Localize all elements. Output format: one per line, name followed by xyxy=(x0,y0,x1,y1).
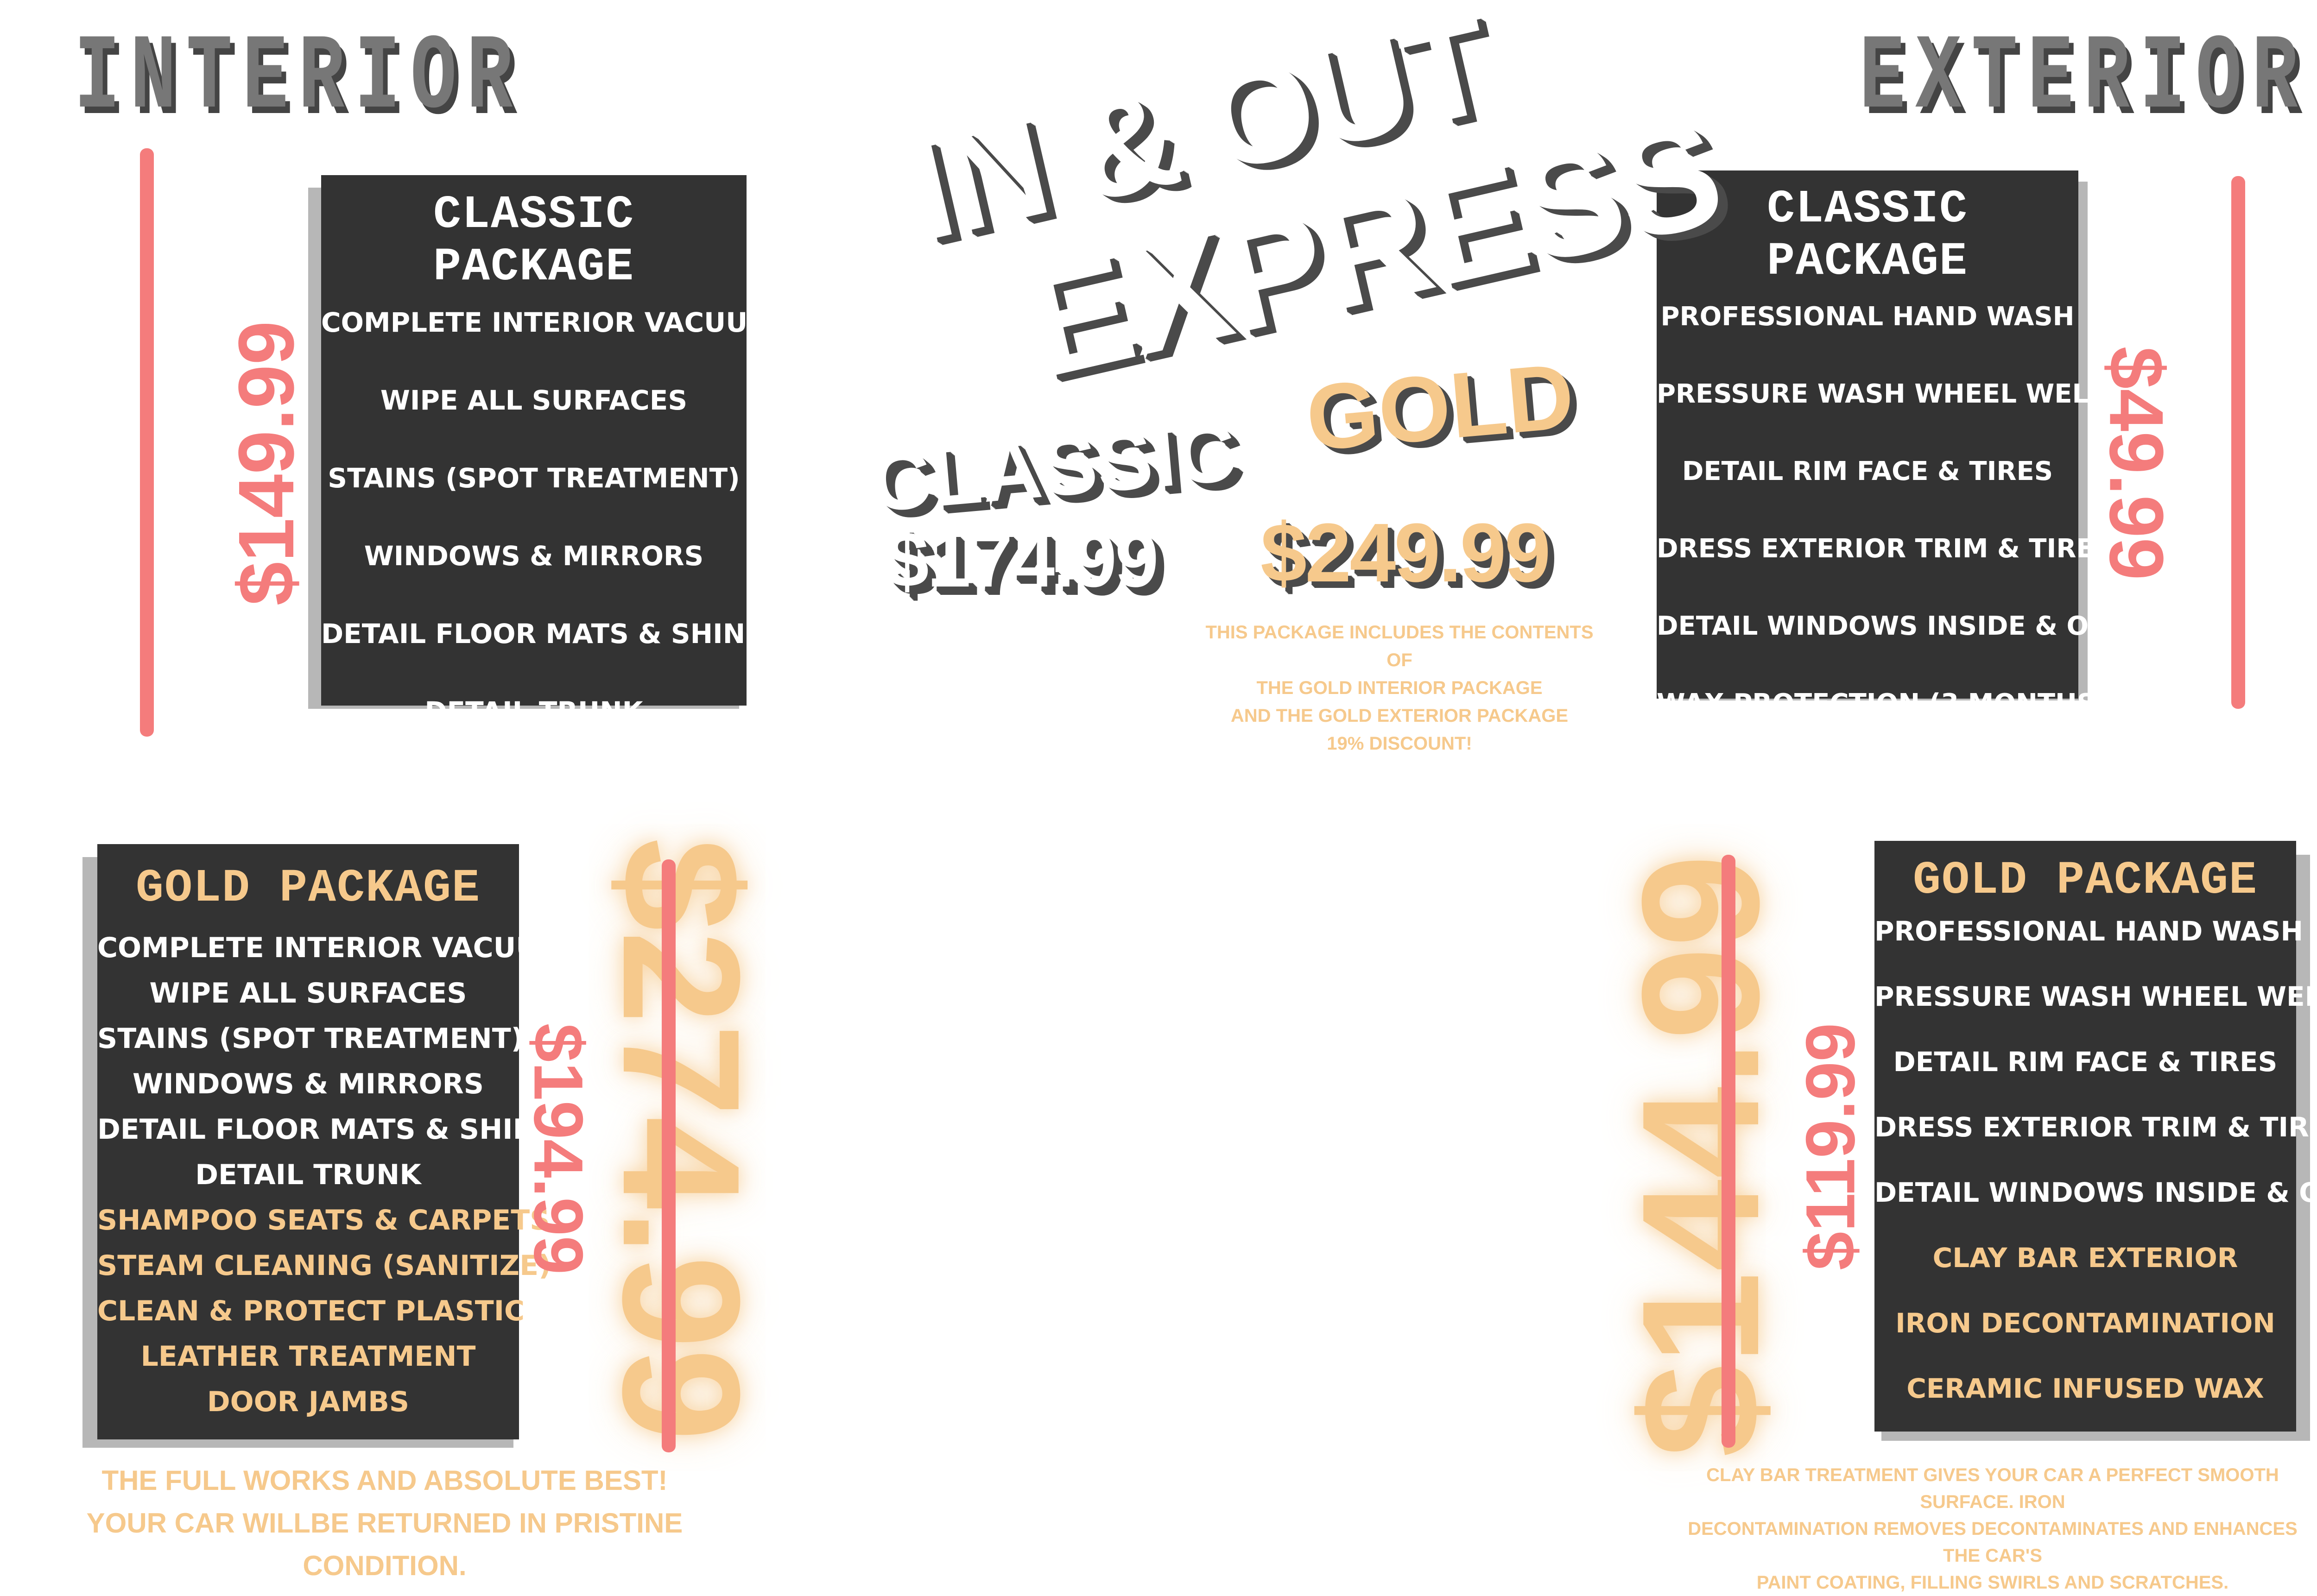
interior-gold-old-price: $274.99 xyxy=(588,838,774,1441)
express-gold-note-line: THE GOLD INTERIOR PACKAGE xyxy=(1256,678,1543,698)
interior-gold-item: DETAIL FLOOR MATS & SHINE xyxy=(97,1113,555,1146)
express-gold-note-line: THIS PACKAGE INCLUDES THE CONTENTS OF xyxy=(1205,622,1594,670)
exterior-gold-item: DRESS EXTERIOR TRIM & TIRES xyxy=(1874,1111,2317,1143)
interior-classic-item: WIPE ALL SURFACES xyxy=(380,385,688,416)
interior-gold-item: WIPE ALL SURFACES xyxy=(149,977,467,1009)
interior-classic-item: STAINS (SPOT TREATMENT) xyxy=(328,462,740,494)
express-classic-price: $174.99 xyxy=(885,516,1159,604)
exterior-classic-bar xyxy=(2231,176,2245,709)
express-gold-price: $249.99 xyxy=(1260,506,1551,599)
exterior-gold-card: GOLD PACKAGE PROFESSIONAL HAND WASH PRES… xyxy=(1874,841,2317,1432)
interior-classic-item: DETAIL TRUNK xyxy=(424,696,643,727)
interior-gold-item: STAINS (SPOT TREATMENT) xyxy=(97,1022,524,1055)
interior-gold-extra-item: STEAM CLEANING (SANITIZE) xyxy=(97,1249,551,1282)
exterior-gold-note-line: CLAY BAR TREATMENT GIVES YOUR CAR A PERF… xyxy=(1706,1465,2279,1512)
interior-heading: INTERIOR xyxy=(74,19,523,139)
exterior-gold-item: PROFESSIONAL HAND WASH xyxy=(1874,915,2303,947)
exterior-classic-item: DETAIL WINDOWS INSIDE & OUT xyxy=(1657,611,2127,641)
interior-classic-title: CLASSIC PACKAGE xyxy=(433,189,635,294)
interior-classic-price: $149.99 xyxy=(222,321,310,606)
exterior-gold-title: GOLD PACKAGE xyxy=(1912,855,2258,907)
exterior-gold-note: CLAY BAR TREATMENT GIVES YOUR CAR A PERF… xyxy=(1668,1462,2317,1596)
interior-classic-item: DETAIL FLOOR MATS & SHINE xyxy=(321,618,764,650)
express-gold-note-line: AND THE GOLD EXTERIOR PACKAGE xyxy=(1230,706,1569,726)
interior-gold-note-line: THE FULL WORKS AND ABSOLUTE BEST! xyxy=(101,1465,668,1496)
exterior-classic-title: CLASSIC PACKAGE xyxy=(1766,183,1969,288)
interior-gold-item: COMPLETE INTERIOR VACUUM xyxy=(97,932,566,964)
exterior-gold-strike-bar xyxy=(1722,855,1735,1448)
interior-classic-bar xyxy=(140,148,154,737)
exterior-classic-card: CLASSIC PACKAGE PROFESSIONAL HAND WASH P… xyxy=(1657,170,2127,719)
interior-classic-item: COMPLETE INTERIOR VACUUM xyxy=(321,307,775,338)
express-classic-label: CLASSIC xyxy=(867,405,1240,530)
interior-gold-item: DETAIL TRUNK xyxy=(195,1159,421,1191)
interior-gold-extra-item: LEATHER TREATMENT xyxy=(140,1340,476,1373)
interior-classic-item: WINDOWS & MIRRORS xyxy=(364,540,704,572)
exterior-classic-item: PRESSURE WASH WHEEL WELLS xyxy=(1657,379,2124,409)
exterior-classic-item: DRESS EXTERIOR TRIM & TIRES xyxy=(1657,534,2113,564)
exterior-gold-price: $119.99 xyxy=(1791,1023,1869,1270)
exterior-heading: EXTERIOR xyxy=(1859,19,2308,139)
exterior-gold-extra-item: CERAMIC INFUSED WAX xyxy=(1906,1373,2264,1404)
interior-gold-extra-item: CLEAN & PROTECT PLASTIC xyxy=(97,1295,525,1327)
exterior-classic-price: $49.99 xyxy=(2094,346,2179,580)
express-gold-note-line: 19% DISCOUNT! xyxy=(1327,733,1472,754)
interior-classic-card: CLASSIC PACKAGE COMPLETE INTERIOR VACUUM… xyxy=(321,175,775,727)
exterior-gold-item: PRESSURE WASH WHEEL WELLS xyxy=(1874,981,2317,1012)
interior-gold-note: THE FULL WORKS AND ABSOLUTE BEST! YOUR C… xyxy=(14,1459,755,1587)
interior-gold-item: WINDOWS & MIRRORS xyxy=(133,1068,484,1100)
exterior-classic-item: PROFESSIONAL HAND WASH xyxy=(1660,302,2075,332)
exterior-gold-item: DETAIL RIM FACE & TIRES xyxy=(1893,1046,2278,1078)
interior-gold-title: GOLD PACKAGE xyxy=(135,863,481,915)
exterior-gold-extra-item: IRON DECONTAMINATION xyxy=(1895,1307,2275,1339)
express-gold-note: THIS PACKAGE INCLUDES THE CONTENTS OF TH… xyxy=(1196,618,1603,757)
exterior-classic-item: WAX PROTECTION (3 MONTHS) xyxy=(1657,688,2108,719)
exterior-gold-item: DETAIL WINDOWS INSIDE & OUT xyxy=(1874,1177,2317,1208)
interior-gold-card: GOLD PACKAGE COMPLETE INTERIOR VACUUM WI… xyxy=(97,844,566,1439)
interior-gold-strike-bar xyxy=(662,859,676,1452)
exterior-gold-note-line: DECONTAMINATION REMOVES DECONTAMINATES A… xyxy=(1688,1519,2298,1566)
express-gold-label: GOLD xyxy=(1302,344,1578,471)
exterior-classic-item: DETAIL RIM FACE & TIRES xyxy=(1682,456,2053,486)
interior-gold-extra-item: SHAMPOO SEATS & CARPETS xyxy=(97,1204,550,1236)
interior-gold-extra-item: DOOR JAMBS xyxy=(207,1386,410,1418)
exterior-gold-old-price: $144.99 xyxy=(1608,854,1794,1457)
interior-gold-note-line: YOUR CAR WILLBE RETURNED IN PRISTINE CON… xyxy=(86,1508,683,1581)
exterior-gold-note-line: PAINT COATING, FILLING SWIRLS AND SCRATC… xyxy=(1756,1572,2229,1593)
exterior-gold-extra-item: CLAY BAR EXTERIOR xyxy=(1932,1242,2238,1274)
